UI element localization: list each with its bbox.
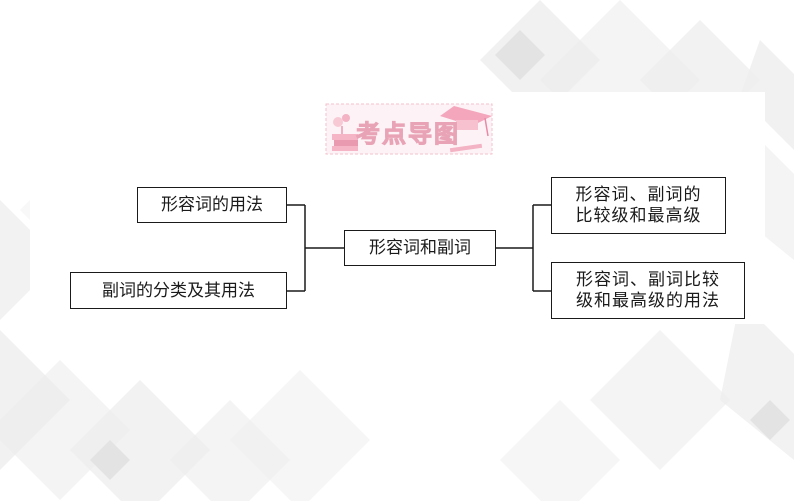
node-comparative-superlative-usage: 形容词、副词比较 级和最高级的用法 [551, 262, 745, 319]
books-icon [332, 134, 358, 151]
node-center-topic: 形容词和副词 [344, 230, 496, 266]
title-badge [325, 103, 493, 155]
node-label-line-2: 级和最高级的用法 [576, 290, 720, 311]
graduation-cap-icon [440, 106, 492, 137]
node-label-line-1: 形容词、副词的 [575, 184, 702, 205]
node-label-line-1: 形容词、副词比较 [576, 269, 720, 290]
node-comparative-superlative: 形容词、副词的 比较级和最高级 [551, 177, 726, 234]
node-label: 形容词的用法 [161, 195, 263, 215]
node-label: 副词的分类及其用法 [102, 280, 255, 301]
node-adjective-usage: 形容词的用法 [137, 187, 287, 223]
node-adverb-types-usage: 副词的分类及其用法 [70, 272, 287, 309]
flower-icon [333, 114, 350, 134]
node-label: 形容词和副词 [369, 238, 471, 258]
page-title: 考点导图 [356, 119, 460, 149]
node-label-line-2: 比较级和最高级 [575, 205, 702, 226]
pencil-icon [449, 143, 483, 153]
